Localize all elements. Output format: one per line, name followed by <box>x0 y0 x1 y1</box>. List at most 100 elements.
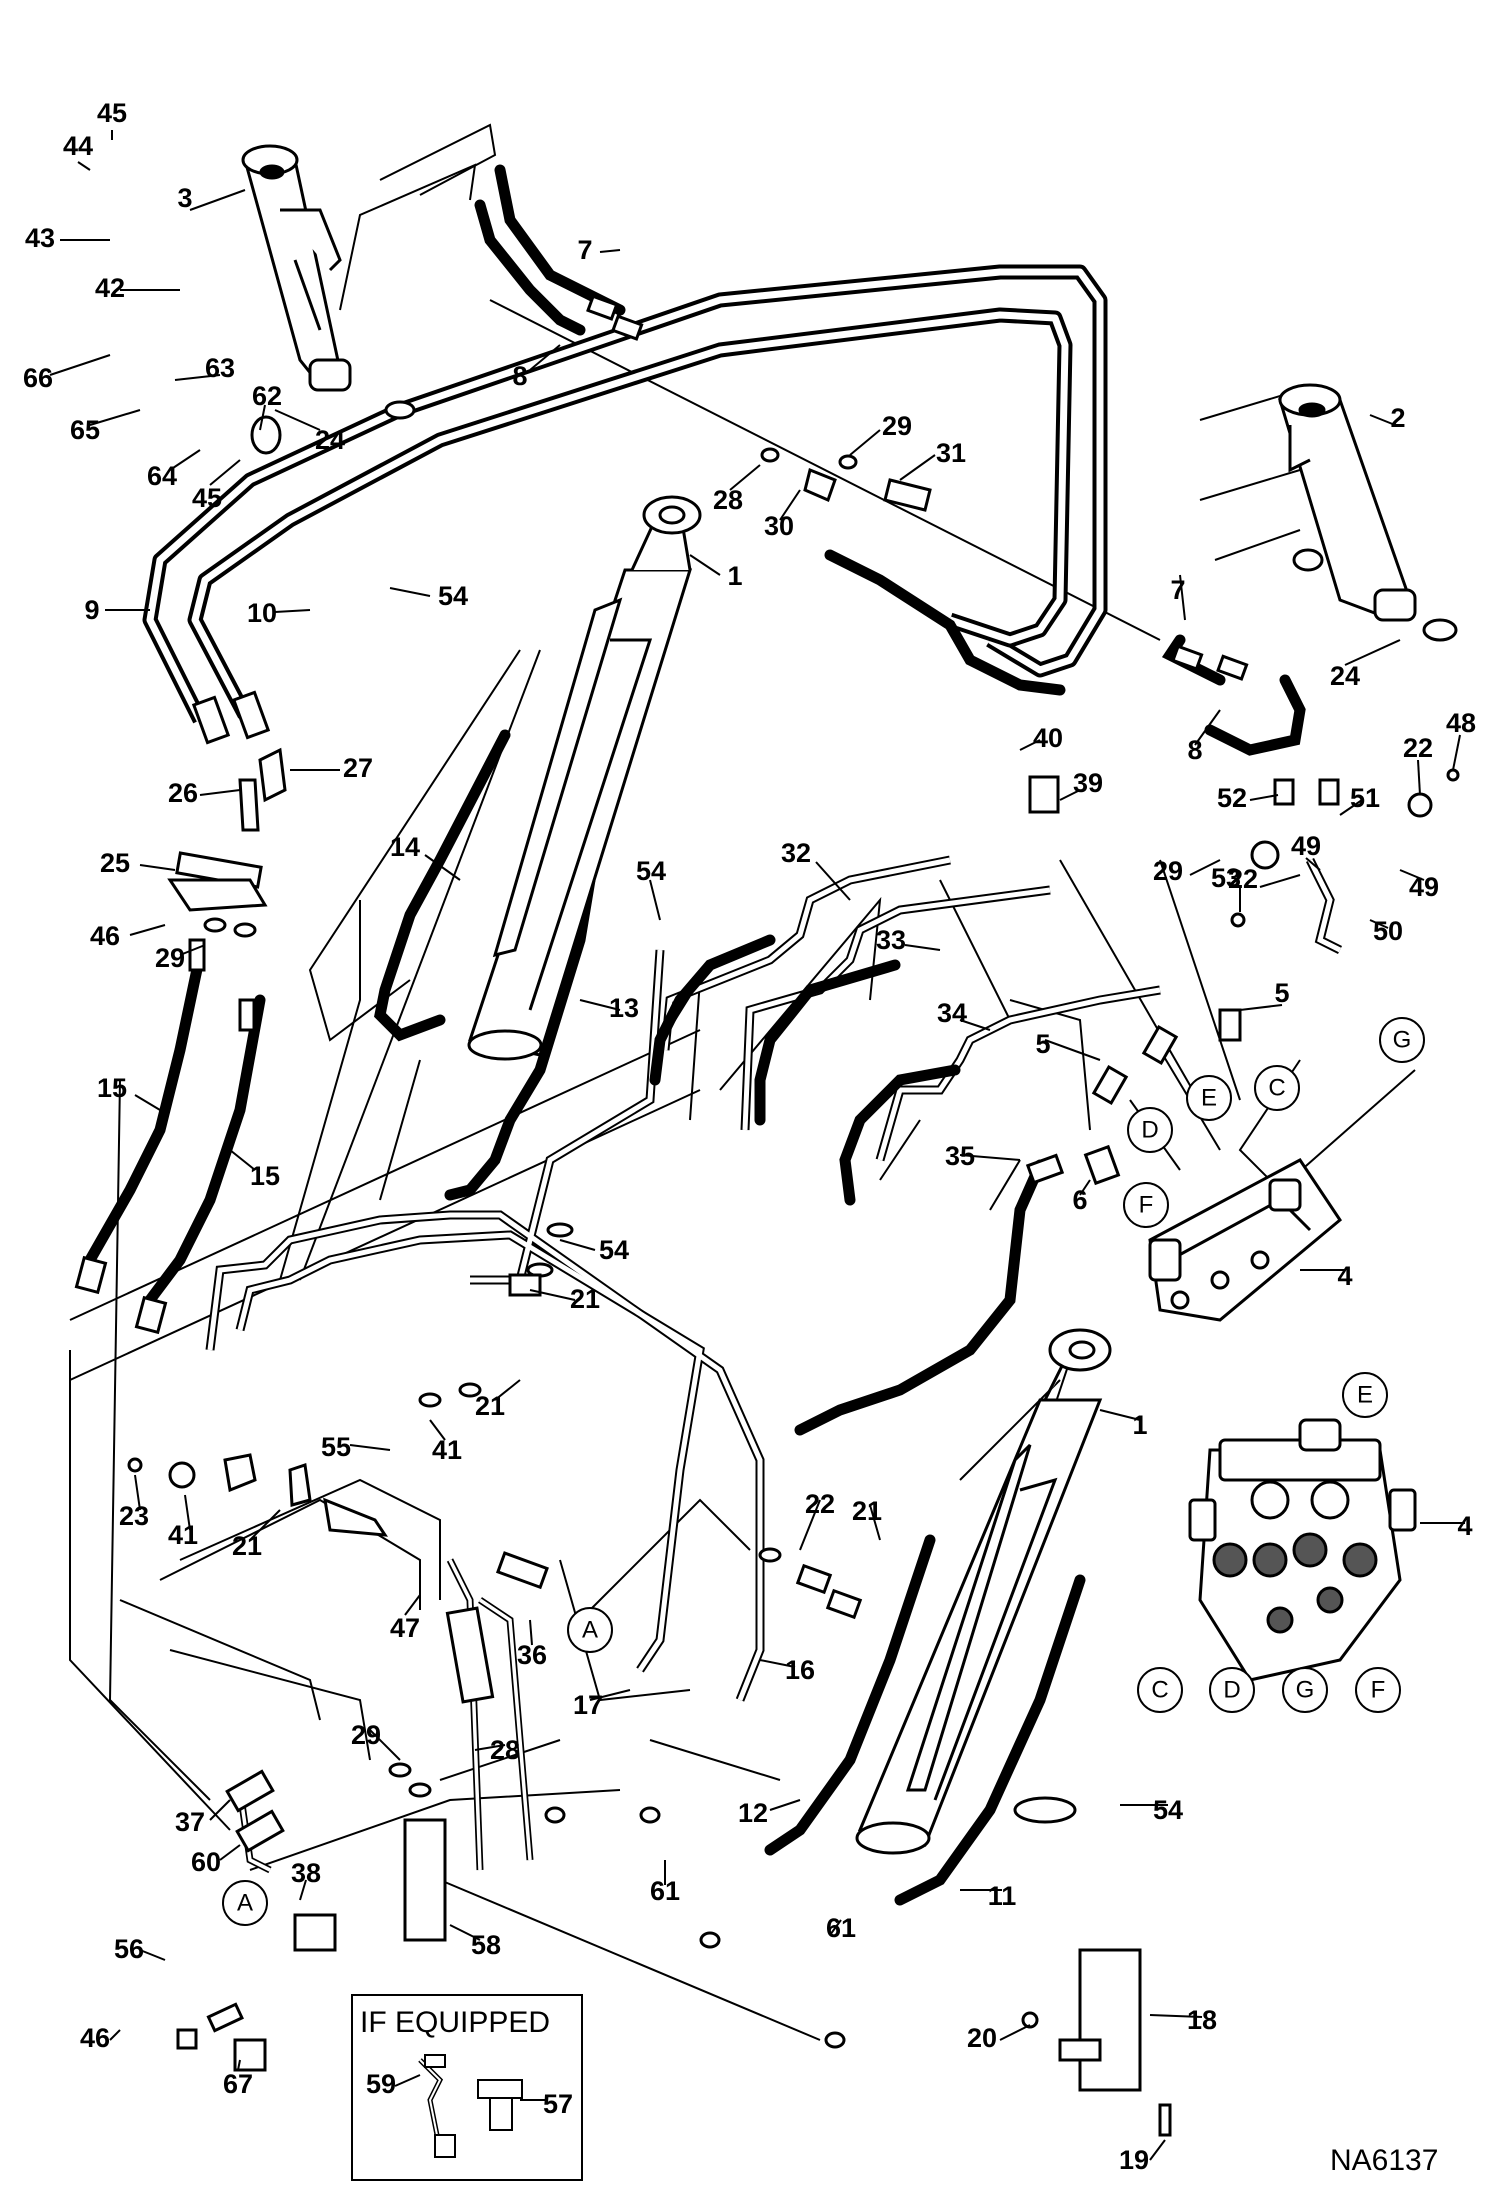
leader-49 <box>1399 869 1425 881</box>
inset-title: IF EQUIPPED <box>360 2006 550 2039</box>
leader-56 <box>139 1949 166 1961</box>
callout-21: 21 <box>852 1496 882 1526</box>
callout-67: 67 <box>223 2069 253 2099</box>
leader-5 <box>1044 1039 1101 1061</box>
leader-17 <box>589 1689 631 1701</box>
callout-26: 26 <box>168 778 198 808</box>
leader-8 <box>529 344 561 371</box>
callout-29: 29 <box>1153 856 1183 886</box>
callout-52: 52 <box>1217 783 1247 813</box>
leader-63 <box>174 374 221 381</box>
leader-15 <box>229 1149 256 1171</box>
port-letter-A: A <box>582 1616 598 1643</box>
leader-48 <box>1452 734 1461 771</box>
callout-7: 7 <box>1170 575 1185 605</box>
callout-29: 29 <box>155 943 185 973</box>
callout-64: 64 <box>147 461 177 491</box>
callout-3: 3 <box>177 183 192 213</box>
callout-28: 28 <box>713 485 743 515</box>
callout-20: 20 <box>967 2023 997 2053</box>
leader-45 <box>209 459 241 486</box>
leader-58 <box>449 1924 481 1941</box>
callout-54: 54 <box>636 856 666 886</box>
port-letter-E: E <box>1357 1381 1373 1408</box>
leader-20 <box>999 2024 1031 2041</box>
callout-53: 53 <box>1211 863 1241 893</box>
valve-4-upper <box>1148 1158 1342 1322</box>
callout-24: 24 <box>1330 661 1360 691</box>
callout-12: 12 <box>738 1798 768 1828</box>
callout-23: 23 <box>119 1501 149 1531</box>
callout-51: 51 <box>1350 783 1380 813</box>
callout-47: 47 <box>390 1613 420 1643</box>
leader-34 <box>959 1019 991 1031</box>
callout-44: 44 <box>63 131 93 161</box>
leader-61 <box>829 1919 842 1936</box>
leader-36 <box>529 1619 533 1646</box>
leader-10 <box>274 609 311 613</box>
callout-55: 55 <box>321 1432 351 1462</box>
port-circles <box>222 1017 1425 1926</box>
callout-41: 41 <box>168 1520 198 1550</box>
port-letter-E: E <box>1201 1084 1217 1111</box>
callout-38: 38 <box>291 1858 321 1888</box>
leader-21 <box>529 1289 576 1301</box>
leader-29 <box>369 1729 401 1761</box>
leader-41 <box>429 1419 446 1441</box>
callout-22: 22 <box>805 1489 835 1519</box>
leader-18 <box>1149 2014 1203 2018</box>
callout-28: 28 <box>490 1735 520 1765</box>
callout-11: 11 <box>988 1881 1017 1911</box>
leader-26 <box>199 789 241 796</box>
leader-13 <box>579 999 621 1011</box>
callout-49: 49 <box>1291 831 1321 861</box>
port-letter-F: F <box>1371 1676 1386 1703</box>
callout-34: 34 <box>937 998 967 1028</box>
leader-54 <box>649 879 661 921</box>
callout-46: 46 <box>80 2023 110 2053</box>
callout-13: 13 <box>609 993 639 1023</box>
callout-45: 45 <box>97 98 127 128</box>
if-equipped-inset: IF EQUIPPED <box>351 1994 583 2181</box>
leader-46 <box>129 924 166 936</box>
callout-29: 29 <box>882 411 912 441</box>
cylinder-3 <box>241 144 352 392</box>
leader-32 <box>815 861 851 901</box>
callout-27: 27 <box>343 753 373 783</box>
callout-45: 45 <box>192 483 222 513</box>
leader-3 <box>189 189 246 211</box>
leader-54 <box>559 1239 596 1251</box>
leader-24 <box>274 409 321 431</box>
callout-22: 22 <box>1228 864 1258 894</box>
callout-8: 8 <box>1187 735 1202 765</box>
callout-39: 39 <box>1073 768 1103 798</box>
callout-42: 42 <box>95 273 125 303</box>
callout-32: 32 <box>781 838 811 868</box>
callout-49: 49 <box>1409 872 1439 902</box>
drawing-code: NA6137 <box>1330 2144 1438 2177</box>
leader-54 <box>389 587 431 597</box>
callout-21: 21 <box>570 1284 600 1314</box>
leader-22 <box>799 1499 821 1551</box>
callout-7: 7 <box>577 235 592 265</box>
leader-64 <box>169 449 201 471</box>
callout-17: 17 <box>573 1690 603 1720</box>
callout-33: 33 <box>876 925 906 955</box>
callout-21: 21 <box>475 1391 505 1421</box>
leader-21 <box>494 1379 521 1401</box>
loop-hoses <box>142 264 1108 724</box>
callout-63: 63 <box>205 353 235 383</box>
leader-38 <box>299 1879 307 1901</box>
callout-9: 9 <box>84 595 99 625</box>
leader-67 <box>237 2059 241 2071</box>
port-letter-C: C <box>1151 1676 1168 1703</box>
leader-21 <box>869 1504 881 1541</box>
callout-4: 4 <box>1337 1261 1352 1291</box>
callout-6: 6 <box>1072 1185 1087 1215</box>
leader-22 <box>1259 874 1301 888</box>
callout-4: 4 <box>1457 1511 1472 1541</box>
leader-7 <box>599 249 621 253</box>
